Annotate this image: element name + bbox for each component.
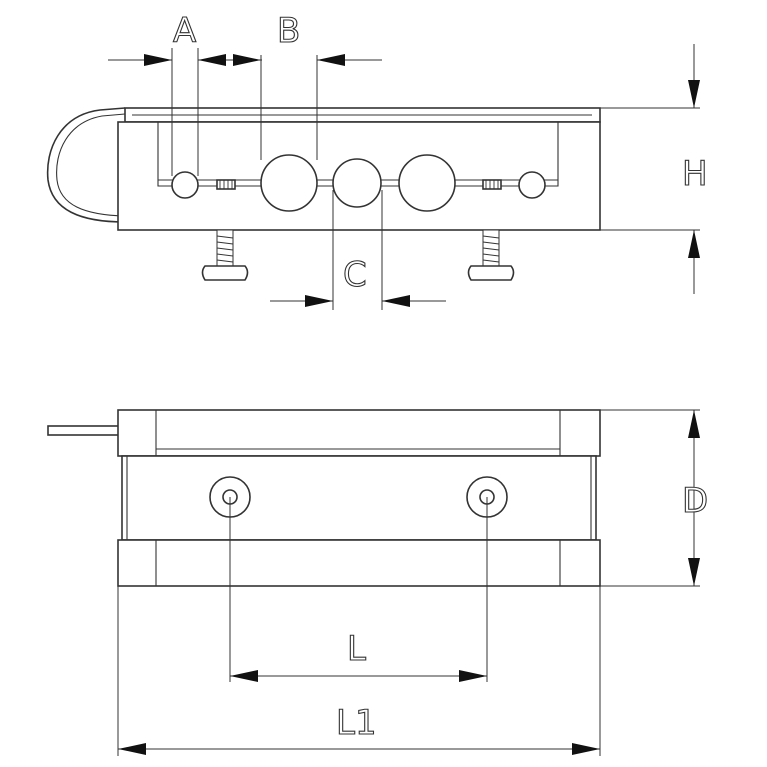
dimension-b: B: [233, 10, 382, 160]
hole-small-right: [518, 171, 546, 199]
dimension-h: H: [600, 44, 708, 294]
handle-loop-inner: [56, 113, 126, 217]
spacer-right: [482, 179, 502, 190]
hole-small-left: [171, 171, 199, 199]
handle-loop: [46, 107, 126, 223]
screw-left: [201, 229, 249, 281]
middle-body: [121, 455, 597, 541]
label-d: D: [682, 481, 708, 521]
dimension-c: C: [270, 190, 446, 310]
screw-right: [467, 229, 515, 281]
dimension-d: D: [600, 409, 709, 587]
label-l: L: [347, 629, 366, 669]
dimension-a: A: [108, 10, 262, 176]
label-l1: L1: [336, 703, 377, 743]
dimension-l: L: [229, 497, 488, 682]
label-h: H: [682, 154, 708, 194]
label-c: C: [343, 255, 367, 295]
label-b: B: [277, 11, 300, 51]
hole-large-2: [398, 154, 456, 212]
top-view: A B C H: [46, 10, 708, 310]
dimension-l1: L1: [117, 586, 601, 756]
hole-large-1: [260, 154, 318, 212]
label-a: A: [173, 11, 196, 51]
bottom-block: [117, 539, 601, 587]
front-view: D L L1: [47, 409, 709, 756]
spacer-left: [216, 179, 236, 190]
hole-medium: [332, 158, 382, 208]
